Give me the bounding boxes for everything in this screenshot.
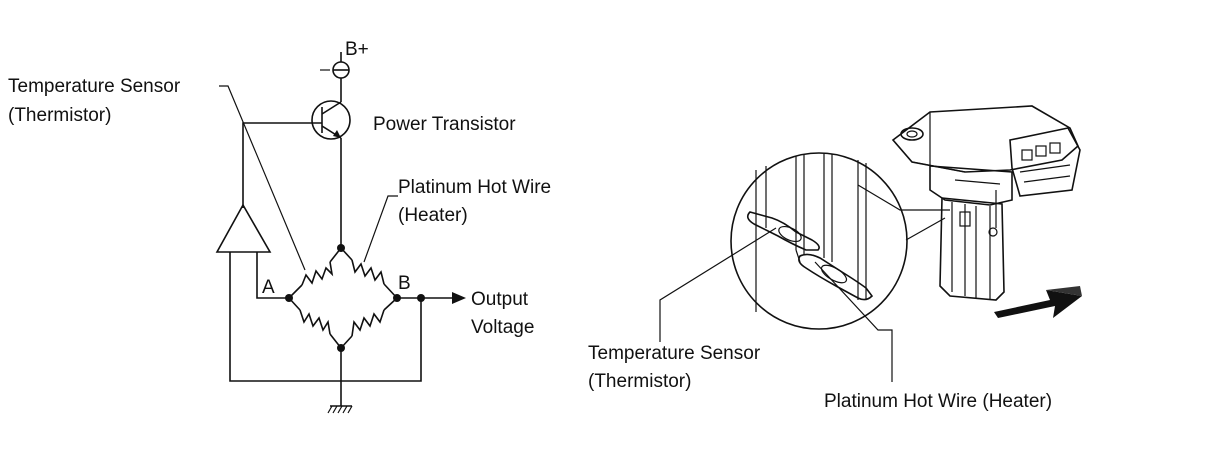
output-label-line1: Output xyxy=(471,289,529,310)
magnified-detail-circle xyxy=(730,152,908,330)
node-a-dot xyxy=(285,294,293,302)
node-b-label: B xyxy=(398,273,411,294)
hotwire-resistor-icon xyxy=(351,259,385,285)
sensor-probe-icon xyxy=(939,190,1005,301)
node-top-dot xyxy=(337,244,345,252)
hotwire-label-line2: (Heater) xyxy=(398,205,468,226)
opamp-input-b-wire xyxy=(229,252,422,382)
sensor-hotwire-leader-line xyxy=(814,261,893,382)
opamp-input-a-wire xyxy=(256,252,289,299)
hotwire-label-line1: Platinum Hot Wire xyxy=(398,177,551,198)
sensor-housing-icon xyxy=(891,105,1081,206)
zoom-connector-top xyxy=(857,184,950,211)
hotwire-element-icon xyxy=(798,253,874,301)
maf-sensor-illustration: Temperature Sensor (Thermistor) Platinum… xyxy=(588,105,1082,412)
thermistor-element-icon xyxy=(746,211,820,251)
hotwire-leader-line xyxy=(363,195,398,263)
thermistor-leader-line xyxy=(219,85,306,271)
supply-terminal-icon xyxy=(320,52,350,100)
sensor-hotwire-label: Platinum Hot Wire (Heater) xyxy=(824,391,1052,412)
output-arrow-icon xyxy=(452,292,466,304)
airflow-arrow-icon xyxy=(994,286,1082,318)
sensor-thermistor-label-line2: (Thermistor) xyxy=(588,371,691,392)
thermistor-label-line2: (Thermistor) xyxy=(8,105,111,126)
opamp-icon xyxy=(215,203,272,253)
bridge-circuit: B+ Power Transistor xyxy=(8,39,551,414)
ground-icon xyxy=(327,348,353,414)
sensor-thermistor-label-line1: Temperature Sensor xyxy=(588,343,761,364)
power-transistor-icon xyxy=(311,100,351,248)
zoom-connector-bottom xyxy=(905,217,946,241)
power-transistor-label: Power Transistor xyxy=(373,114,516,135)
opamp-output-wire xyxy=(242,122,322,208)
thermistor-label-line1: Temperature Sensor xyxy=(8,76,181,97)
output-label-line2: Voltage xyxy=(471,317,534,338)
sensor-thermistor-leader-line xyxy=(659,227,777,342)
thermistor-resistor-icon xyxy=(301,261,334,286)
bridge-resistor-left-icon xyxy=(299,309,331,335)
supply-label: B+ xyxy=(345,39,369,60)
bridge-resistor-right-icon xyxy=(351,309,385,337)
node-a-label: A xyxy=(262,277,275,298)
